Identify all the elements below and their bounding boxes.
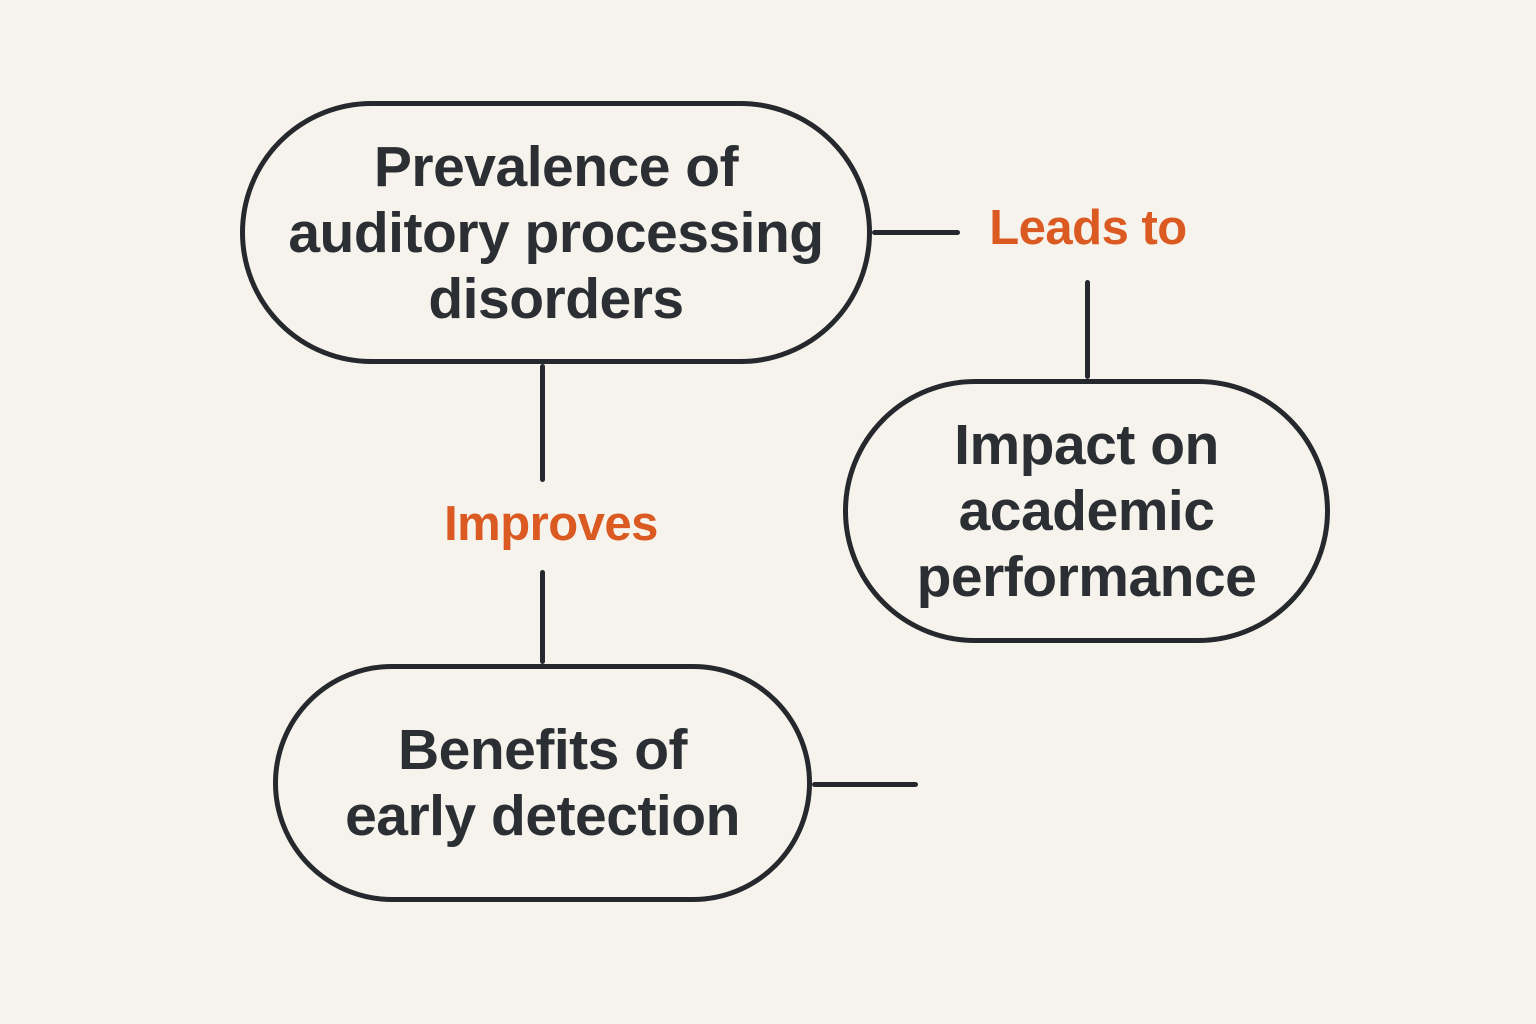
node-prevalence-of-auditory-processing-disorders: Prevalence of auditory processing disord… bbox=[240, 101, 872, 364]
edge-prevalence-to-benefits-lower-segment bbox=[540, 570, 545, 664]
node-text-line: early detection bbox=[345, 784, 740, 848]
edge-benefits-stub-segment bbox=[812, 782, 918, 787]
node-text-line: Impact on bbox=[954, 413, 1219, 477]
node-text-line: academic bbox=[958, 479, 1215, 543]
node-text-line: performance bbox=[916, 545, 1257, 609]
edge-prevalence-to-benefits-upper-segment bbox=[540, 364, 545, 482]
edge-label-leads-to: Leads to bbox=[989, 201, 1187, 255]
node-text-line: Prevalence of bbox=[373, 134, 739, 199]
node-benefits-of-early-detection: Benefits of early detection bbox=[273, 664, 812, 902]
edge-prevalence-to-impact-horizontal-segment bbox=[872, 230, 960, 235]
node-text-line: Benefits of bbox=[397, 718, 688, 782]
node-impact-on-academic-performance: Impact on academic performance bbox=[843, 379, 1330, 643]
node-text-line: auditory processing bbox=[288, 200, 824, 265]
node-text-line: disorders bbox=[428, 266, 684, 331]
edge-label-improves: Improves bbox=[444, 497, 658, 551]
edge-prevalence-to-impact-vertical-segment bbox=[1085, 280, 1090, 379]
